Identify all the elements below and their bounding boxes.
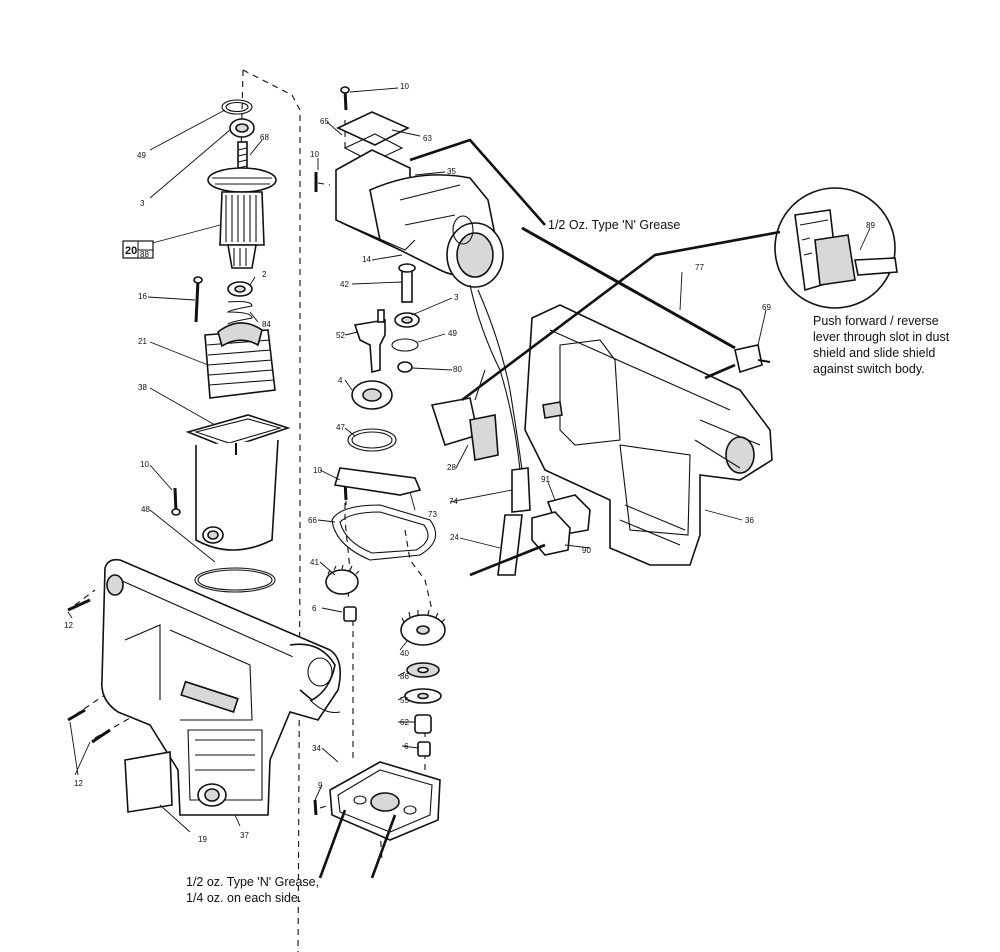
part-number: 28 <box>447 463 456 472</box>
part-number: 38 <box>138 383 147 392</box>
part-number: 19 <box>198 835 207 844</box>
switch-note-line2: lever through slot in dust <box>813 330 950 344</box>
part-number: 4 <box>338 376 343 385</box>
part-number: 36 <box>745 516 754 525</box>
part-number: 69 <box>762 303 771 312</box>
part-number: 14 <box>362 255 371 264</box>
part-number: 24 <box>450 533 459 542</box>
switch-note-line4: against switch body. <box>813 362 925 376</box>
part-number: 74 <box>449 497 458 506</box>
part-number: 89 <box>866 221 875 230</box>
part-number: 48 <box>141 505 150 514</box>
callout-lines <box>318 138 781 879</box>
switch-note-line1: Push forward / reverse <box>813 314 939 328</box>
grease-note-top: 1/2 Oz. Type 'N' Grease <box>548 218 680 232</box>
part-number: 6 <box>312 604 317 613</box>
grease-note-bottom-line2: 1/4 oz. on each side. <box>186 891 301 905</box>
main-housing <box>521 226 773 566</box>
part-number: 80 <box>453 365 462 374</box>
part-number: 3 <box>140 199 145 208</box>
grease-note-bottom-line1: 1/2 oz. Type 'N' Grease, <box>186 875 319 889</box>
switch-detail-inset <box>774 187 898 309</box>
part-number: 21 <box>138 337 147 346</box>
part-number: 63 <box>423 134 432 143</box>
part-number: 35 <box>447 167 456 176</box>
handle-housing <box>67 558 341 816</box>
part-number: 3 <box>454 293 459 302</box>
boxed-part-label: 20 88 <box>122 240 154 259</box>
part-number: 55 <box>400 696 409 705</box>
part-number: 6 <box>404 742 409 751</box>
annotation-notes: 1/2 Oz. Type 'N' Grease 1/2 oz. Type 'N'… <box>186 218 950 905</box>
part-number: 34 <box>312 744 321 753</box>
part-number: 49 <box>137 151 146 160</box>
armature-assembly <box>193 99 277 325</box>
motor-housing <box>171 414 291 593</box>
part-number: 10 <box>140 460 149 469</box>
part-number: 10 <box>313 466 322 475</box>
part-number: 90 <box>582 546 591 555</box>
part-number: 66 <box>308 516 317 525</box>
part-number: 12 <box>74 779 83 788</box>
part-number: 41 <box>310 558 319 567</box>
part-number: 16 <box>138 292 147 301</box>
part-number: 52 <box>336 331 345 340</box>
gear-case-assembly <box>313 86 504 841</box>
part-number: 86 <box>400 672 409 681</box>
part-number: 40 <box>400 649 409 658</box>
part-number: 77 <box>695 263 704 272</box>
part-number: 73 <box>428 510 437 519</box>
boxed-label-sub: 88 <box>140 250 149 259</box>
part-number: 2 <box>262 270 267 279</box>
part-number: 42 <box>340 280 349 289</box>
part-number-labels: 49 3 68 16 2 84 21 38 10 48 12 12 19 37 … <box>64 82 875 844</box>
part-number: 10 <box>310 150 319 159</box>
part-number: 9 <box>318 781 323 790</box>
leader-lines <box>67 87 871 833</box>
part-number: 49 <box>448 329 457 338</box>
part-number: 84 <box>262 320 271 329</box>
field-assembly <box>204 322 276 399</box>
part-number: 37 <box>240 831 249 840</box>
part-number: 10 <box>400 82 409 91</box>
part-number: 68 <box>260 133 269 142</box>
part-number: 47 <box>336 423 345 432</box>
part-number: 62 <box>400 718 409 727</box>
boxed-label-main: 20 <box>125 245 137 257</box>
part-number: 65 <box>320 117 329 126</box>
switch-note-line3: shield and slide shield <box>813 346 935 360</box>
part-number: 12 <box>64 621 73 630</box>
part-number: 91 <box>541 475 550 484</box>
